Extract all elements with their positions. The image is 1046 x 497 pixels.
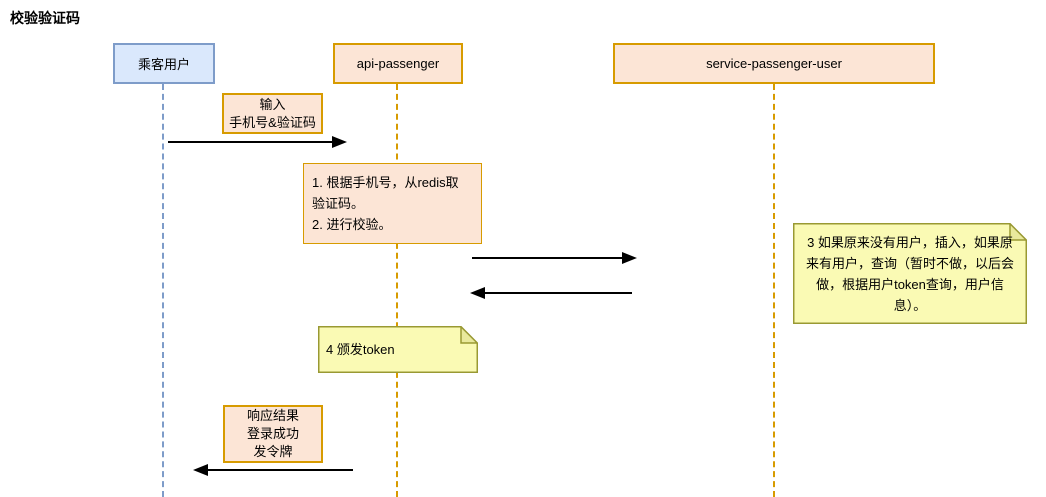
lifeline-service-passenger-user bbox=[773, 84, 775, 497]
participant-api-passenger[interactable]: api-passenger bbox=[333, 43, 463, 84]
note-verify-code-steps[interactable]: 1. 根据手机号，从redis取 验证码。 2. 进行校验。 bbox=[303, 163, 482, 244]
sticky-note-shape bbox=[318, 326, 478, 373]
note-user-insert-or-query[interactable]: 3 如果原来没有用户，插入，如果原 来有用户，查询（暂时不做，以后会 做，根据用… bbox=[793, 223, 1027, 324]
arrow-shaft bbox=[472, 257, 624, 259]
lifeline-passenger-user bbox=[162, 84, 164, 497]
note-text: 4 颁发token bbox=[318, 326, 478, 373]
text-line: 做，根据用户token查询，用户信 bbox=[816, 276, 1004, 292]
sticky-note-shape bbox=[793, 223, 1027, 324]
lifeline-api-passenger bbox=[396, 84, 398, 497]
arrowhead-right-icon bbox=[332, 136, 347, 148]
participant-passenger-user[interactable]: 乘客用户 bbox=[113, 43, 215, 84]
text-line: 2. 进行校验。 bbox=[312, 217, 392, 232]
text-line: 4 颁发token bbox=[326, 342, 395, 357]
text-line: 3 如果原来没有用户，插入，如果原 bbox=[807, 234, 1013, 250]
arrow-shaft bbox=[206, 469, 353, 471]
arrow-service-to-api[interactable] bbox=[470, 287, 632, 299]
arrow-shaft bbox=[483, 292, 632, 294]
arrow-api-to-passenger[interactable] bbox=[193, 464, 353, 476]
participant-label: service-passenger-user bbox=[706, 56, 842, 71]
participant-service-passenger-user[interactable]: service-passenger-user bbox=[613, 43, 935, 84]
arrow-api-to-service[interactable] bbox=[472, 252, 637, 264]
arrowhead-left-icon bbox=[193, 464, 208, 476]
participant-label: api-passenger bbox=[356, 56, 440, 71]
message-label-input-phone-code[interactable]: 输入 手机号&验证码 bbox=[222, 93, 323, 134]
message-label-response-success-token[interactable]: 响应结果 登录成功 发令牌 bbox=[223, 405, 323, 463]
text-line: 登录成功 bbox=[246, 426, 299, 441]
arrowhead-left-icon bbox=[470, 287, 485, 299]
text-line: 响应结果 bbox=[246, 408, 299, 423]
arrow-passenger-to-api[interactable] bbox=[168, 136, 347, 148]
arrow-shaft bbox=[168, 141, 334, 143]
text-line: 息）。 bbox=[893, 297, 927, 313]
arrowhead-right-icon bbox=[622, 252, 637, 264]
text-line: 手机号&验证码 bbox=[229, 114, 316, 130]
note-text: 3 如果原来没有用户，插入，如果原 来有用户，查询（暂时不做，以后会 做，根据用… bbox=[793, 223, 1027, 324]
text-line: 输入 bbox=[259, 96, 286, 112]
text-line: 1. 根据手机号，从redis取 bbox=[312, 175, 459, 190]
note-issue-token[interactable]: 4 颁发token bbox=[318, 326, 478, 373]
participant-label: 乘客用户 bbox=[137, 57, 190, 72]
diagram-title: 校验验证码 bbox=[10, 10, 80, 26]
text-line: 来有用户，查询（暂时不做，以后会 bbox=[805, 255, 1014, 271]
text-line: 发令牌 bbox=[253, 444, 293, 459]
text-line: 验证码。 bbox=[312, 196, 365, 211]
